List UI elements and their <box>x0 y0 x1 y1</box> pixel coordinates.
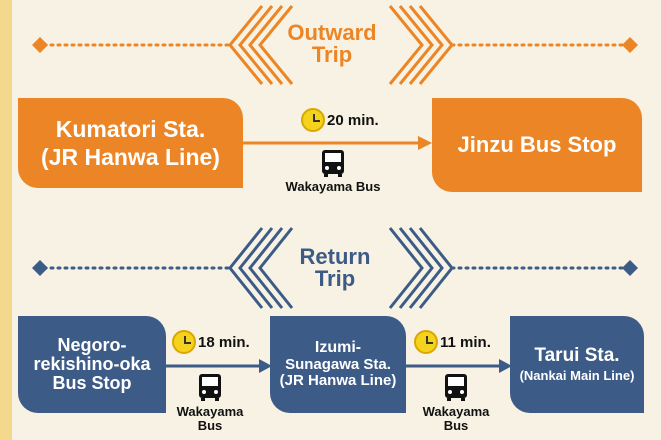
chevron-icon <box>228 227 454 309</box>
return-time1-label: 18 min. <box>198 333 250 351</box>
stop-kumatori: Kumatori Sta. (JR Hanwa Line) <box>18 98 243 188</box>
stop-negoro-line2: rekishino-oka <box>33 354 151 375</box>
return-arrow-1 <box>165 359 272 373</box>
return-arrow-2 <box>406 359 512 373</box>
stop-izumi-line3: (JR Hanwa Line) <box>279 371 397 389</box>
outward-trip-title: Outward Trip <box>282 22 382 66</box>
return-trip-title: Return Trip <box>290 246 380 290</box>
chevron-icon <box>228 5 454 85</box>
bus-icon <box>199 374 221 401</box>
clock-icon <box>414 330 438 354</box>
stop-negoro-line3: Bus Stop <box>52 372 132 393</box>
outward-title-line2: Trip <box>311 42 353 67</box>
return-travel-time-2: 11 min. <box>414 330 491 354</box>
stop-tarui: Tarui Sta. (Nankai Main Line) <box>510 316 644 413</box>
return-time2-label: 11 min. <box>440 333 491 351</box>
clock-icon <box>172 330 196 354</box>
diamond-icon <box>622 37 638 53</box>
clock-icon <box>301 108 325 132</box>
return-title-line2: Trip <box>314 266 356 291</box>
stop-izumi-line1: Izumi- <box>314 339 362 357</box>
stop-jinzu-name: Jinzu Bus Stop <box>457 132 617 158</box>
diamond-icon <box>32 37 48 53</box>
stop-negoro-line1: Negoro- <box>57 335 127 356</box>
return-bus-operator-1: Wakayama Bus <box>170 404 250 434</box>
return-bus2-line1: Wakayama <box>422 404 490 419</box>
outward-arrow <box>243 136 432 150</box>
diamond-icon <box>32 260 48 276</box>
outward-divider <box>32 37 638 53</box>
stop-kumatori-name: Kumatori Sta. <box>55 115 206 142</box>
outward-travel-time: 20 min. <box>301 108 379 132</box>
stop-izumi-sunagawa: Izumi- Sunagawa Sta. (JR Hanwa Line) <box>270 316 406 413</box>
return-bus1-line1: Wakayama <box>176 404 244 419</box>
return-bus1-line2: Bus <box>197 418 223 434</box>
diamond-icon <box>622 260 638 276</box>
stop-izumi-line2: Sunagawa Sta. <box>285 356 391 374</box>
stop-kumatori-line: (JR Hanwa Line) <box>41 144 220 170</box>
stop-jinzu: Jinzu Bus Stop <box>432 98 642 192</box>
return-title-line1: Return <box>299 244 371 269</box>
return-travel-time-1: 18 min. <box>172 330 250 354</box>
outward-title-line1: Outward <box>287 20 377 45</box>
return-divider <box>32 260 638 276</box>
bus-icon <box>445 374 467 401</box>
stop-tarui-name: Tarui Sta. <box>534 345 620 367</box>
stop-negoro: Negoro- rekishino-oka Bus Stop <box>18 316 166 413</box>
bus-icon <box>322 150 344 177</box>
outward-time-label: 20 min. <box>327 111 379 129</box>
outward-bus-operator: Wakayama Bus <box>285 179 381 194</box>
stop-tarui-line: (Nankai Main Line) <box>519 368 635 384</box>
return-bus-operator-2: Wakayama Bus <box>416 404 496 434</box>
return-bus2-line2: Bus <box>443 418 469 434</box>
